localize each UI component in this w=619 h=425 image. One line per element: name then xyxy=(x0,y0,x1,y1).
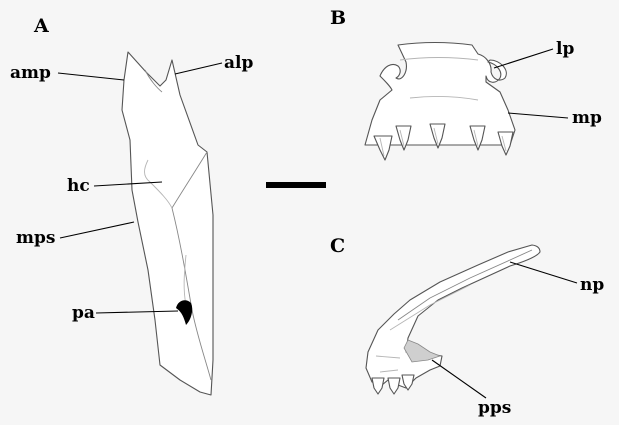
label-pps: pps xyxy=(478,398,511,418)
bone-c-tooth-2 xyxy=(388,378,400,394)
leader-lp xyxy=(494,49,553,68)
label-amp: amp xyxy=(10,63,51,83)
leader-np xyxy=(510,262,577,283)
leader-pps xyxy=(432,360,486,398)
leader-alp xyxy=(175,63,222,74)
label-alp: alp xyxy=(224,53,253,73)
panel-b: B lp mp xyxy=(330,7,602,160)
label-lp: lp xyxy=(556,39,574,59)
panel-letter-a: A xyxy=(33,15,49,37)
label-mps: mps xyxy=(16,228,55,248)
panel-a: A amp alp hc mps pa xyxy=(10,15,253,395)
panel-c: C np pps xyxy=(330,235,604,418)
leader-mp xyxy=(508,113,568,118)
label-hc: hc xyxy=(67,176,90,196)
panel-letter-b: B xyxy=(330,7,346,29)
label-pa: pa xyxy=(72,303,95,323)
bone-a-outline xyxy=(122,52,213,395)
label-mp: mp xyxy=(572,108,602,128)
label-np: np xyxy=(580,275,604,295)
scale-bar xyxy=(266,182,326,188)
panel-letter-c: C xyxy=(330,235,345,257)
leader-mps xyxy=(60,222,134,238)
bone-c-outline xyxy=(366,245,540,388)
leader-amp xyxy=(58,73,124,80)
bone-c-tooth-1 xyxy=(372,378,384,394)
tooth-1 xyxy=(374,136,392,160)
